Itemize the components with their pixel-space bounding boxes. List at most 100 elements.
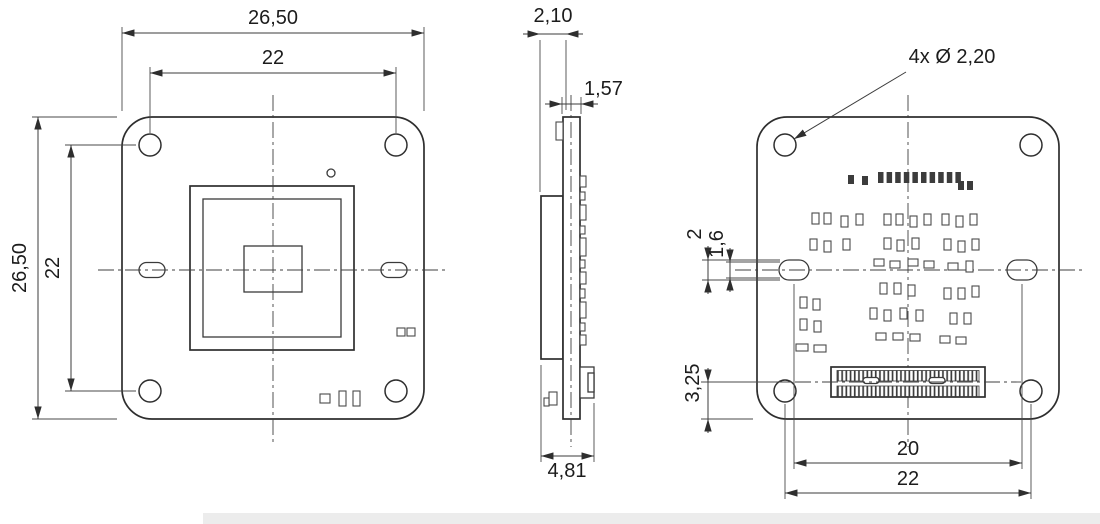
- mounting-hole: [773, 133, 797, 157]
- dim-connector-offset: 3,25: [682, 364, 792, 433]
- front-view: 26,50 22 26,50 22: [9, 7, 448, 444]
- dim-slot-width: 2: [684, 228, 780, 294]
- dim-hole-spacing: 22: [784, 404, 1032, 499]
- dim-hole-diameter-callout: 4x Ø 2,20: [793, 46, 995, 140]
- smd-pad: [823, 240, 832, 253]
- smd-pad: [811, 212, 820, 225]
- side-view: 2,10 1,57 4,81: [523, 5, 623, 482]
- smd-pad: [799, 296, 808, 309]
- smd-pad: [938, 172, 944, 183]
- smd-pad: [943, 238, 952, 251]
- smd-pad: [943, 287, 952, 300]
- smd-pad: [957, 240, 966, 253]
- smd-pad: [799, 318, 808, 331]
- connector-key: [862, 376, 880, 385]
- smd-pad: [955, 215, 964, 228]
- smd-pad: [895, 213, 904, 226]
- smd-pad: [842, 238, 851, 251]
- dim-side-pcb-thickness: 1,57: [545, 78, 623, 114]
- side-components: [543, 121, 587, 407]
- dim-label: 20: [897, 438, 919, 460]
- smd-pad: [875, 332, 887, 341]
- smd-pad: [909, 215, 918, 228]
- smd-pad: [923, 260, 935, 269]
- smd-pad: [813, 320, 822, 333]
- smd-pad: [406, 327, 416, 337]
- smd-pad: [899, 307, 908, 320]
- smd-pad: [971, 238, 980, 251]
- smd-pad: [969, 213, 978, 226]
- smd-pad: [967, 181, 973, 190]
- dim-label: 22: [42, 257, 64, 279]
- mounting-hole: [773, 379, 797, 403]
- dim-label: 22: [262, 47, 284, 69]
- dim-label: 22: [897, 468, 919, 490]
- smd-pad: [883, 309, 892, 322]
- smd-pad: [813, 344, 827, 353]
- dim-label: 1,57: [584, 78, 623, 100]
- dim-side-module-thickness: 2,10: [523, 5, 583, 192]
- smd-pad: [963, 312, 972, 325]
- smd-pad: [923, 213, 932, 226]
- mounting-hole: [138, 133, 162, 157]
- smd-pad: [855, 213, 864, 226]
- smd-pad: [957, 287, 966, 300]
- smd-pad: [915, 309, 924, 322]
- smd-pad: [883, 237, 892, 250]
- connector-key: [928, 376, 946, 385]
- smd-pad: [946, 172, 953, 183]
- mounting-hole: [384, 133, 408, 157]
- dim-front-overall-width: 26,50: [121, 7, 425, 111]
- smd-pad: [579, 225, 586, 235]
- smd-pad: [878, 172, 884, 183]
- smd-pad: [949, 312, 958, 325]
- dim-label: 26,50: [9, 243, 31, 293]
- smd-pad: [892, 332, 904, 341]
- smd-pad: [965, 260, 974, 273]
- smd-pad: [809, 238, 818, 251]
- smd-pad: [848, 175, 854, 184]
- smd-pad: [903, 172, 910, 183]
- mounting-hole: [1019, 133, 1043, 157]
- smd-pad: [879, 282, 888, 295]
- smd-pad: [929, 172, 936, 183]
- smd-pad: [579, 191, 586, 201]
- back-components: [795, 172, 980, 353]
- smd-pad: [955, 336, 967, 345]
- smd-pad: [896, 239, 905, 252]
- smd-pad: [319, 393, 331, 404]
- connector-side-detail: [587, 372, 595, 393]
- smd-pad: [909, 333, 921, 342]
- smd-pad: [912, 172, 918, 183]
- smd-pad: [939, 335, 951, 344]
- smd-pad: [947, 262, 959, 271]
- dim-front-overall-height: 26,50: [9, 116, 117, 420]
- smd-pad: [941, 213, 950, 226]
- dim-label: 1,6: [706, 230, 728, 258]
- connector-pin-row: [836, 370, 980, 382]
- smd-pad: [579, 259, 586, 269]
- smd-pad: [579, 175, 587, 188]
- smd-pad: [958, 181, 964, 190]
- smd-pad: [895, 172, 901, 183]
- smd-pad: [555, 121, 564, 141]
- mounting-hole: [384, 379, 408, 403]
- smd-pad: [338, 390, 347, 407]
- dim-front-hole-spacing-h: 22: [149, 47, 397, 133]
- smd-pad: [579, 288, 586, 299]
- smd-pad: [921, 172, 927, 183]
- mounting-hole: [138, 379, 162, 403]
- smd-pad: [396, 327, 406, 337]
- back-view: 4x Ø 2,20 2 1,6 3,25: [682, 46, 1082, 499]
- smd-pad: [911, 237, 920, 250]
- smd-pad: [352, 390, 361, 407]
- smd-pad: [873, 258, 885, 267]
- lens-holder: [540, 195, 564, 360]
- dim-label: 2: [684, 228, 706, 239]
- smd-pad: [907, 284, 916, 297]
- smd-pad: [883, 213, 892, 226]
- connector-pin-row: [836, 385, 980, 397]
- pcb-edge: [562, 116, 581, 420]
